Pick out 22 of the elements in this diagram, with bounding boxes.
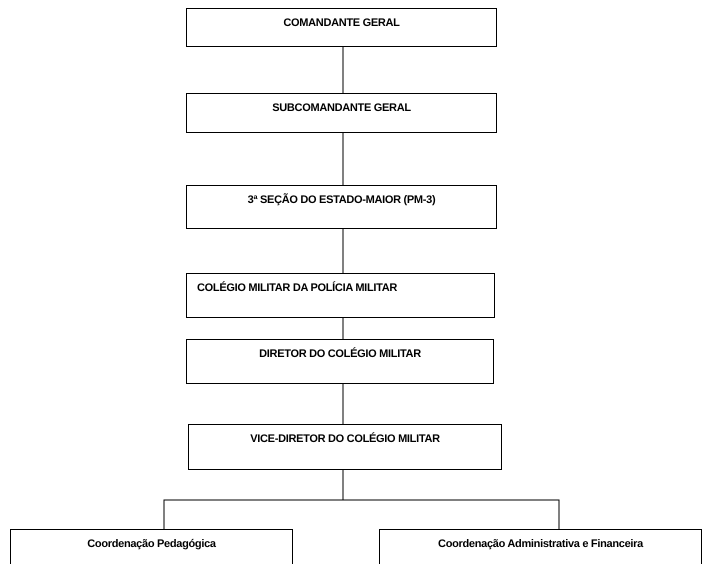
connector-line bbox=[342, 132, 344, 186]
box-label: COMANDANTE GERAL bbox=[283, 17, 400, 29]
box-label: Coordenação Pedagógica bbox=[87, 538, 216, 550]
org-box bbox=[186, 185, 497, 229]
box-label: Coordenação Administrativa e Financeira bbox=[438, 538, 643, 550]
org-box bbox=[379, 529, 702, 564]
box-label: DIRETOR DO COLÉGIO MILITAR bbox=[259, 348, 421, 360]
org-box bbox=[188, 424, 502, 470]
box-label: SUBCOMANDANTE GERAL bbox=[272, 102, 411, 114]
box-label: 3ª SEÇÃO DO ESTADO-MAIOR (PM-3) bbox=[248, 194, 436, 206]
org-box bbox=[186, 273, 495, 318]
connector-line bbox=[342, 228, 344, 274]
connector-line bbox=[342, 46, 344, 94]
org-box bbox=[186, 8, 497, 47]
org-box bbox=[10, 529, 293, 564]
connector-line bbox=[342, 470, 560, 530]
box-label: COLÉGIO MILITAR DA POLÍCIA MILITAR bbox=[197, 282, 398, 294]
connector-line bbox=[342, 384, 344, 424]
org-box bbox=[186, 339, 494, 384]
box-label: VICE-DIRETOR DO COLÉGIO MILITAR bbox=[250, 433, 440, 445]
connector-line bbox=[342, 318, 344, 340]
org-box bbox=[186, 93, 497, 133]
